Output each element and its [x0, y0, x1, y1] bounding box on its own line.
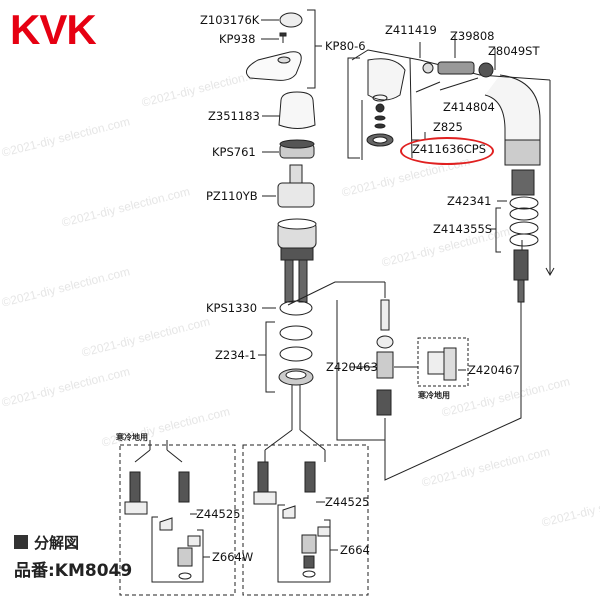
label-z664w: Z664W — [212, 550, 254, 564]
cold-region-note-1: 寒冷地用 — [418, 391, 450, 400]
label-kp80-6: KP80-6 — [325, 39, 366, 53]
cold-region-note-2: 寒冷地用 — [116, 433, 148, 442]
label-kps761: KPS761 — [212, 145, 256, 159]
heading-text: 分解図 — [34, 534, 80, 552]
highlight-ellipse — [400, 137, 494, 165]
model-number: 品番:KM8049 — [14, 561, 133, 581]
label-z825: Z825 — [433, 120, 463, 134]
square-bullet-icon — [14, 535, 28, 549]
label-z39808: Z39808 — [450, 29, 495, 43]
diagram-heading: 分解図 — [14, 532, 79, 553]
label-z8049st: Z8049ST — [488, 44, 540, 58]
label-z42341: Z42341 — [447, 194, 492, 208]
label-z411636cps: Z411636CPS — [412, 142, 487, 156]
label-z420463: Z420463 — [326, 360, 378, 374]
label-z414804: Z414804 — [443, 100, 495, 114]
label-z351183: Z351183 — [208, 109, 260, 123]
label-z44525-left: Z44525 — [196, 507, 241, 521]
cap-part — [279, 12, 303, 28]
label-pz110yb: PZ110YB — [206, 189, 258, 203]
label-z414355s: Z414355S — [433, 222, 493, 236]
bracket-kp80-6 — [307, 9, 316, 89]
label-kps1330: KPS1330 — [206, 301, 258, 315]
label-kp938: KP938 — [219, 32, 256, 46]
label-z103176k: Z103176K — [200, 13, 260, 27]
label-z411419: Z411419 — [385, 23, 437, 37]
label-z664: Z664 — [340, 543, 370, 557]
label-z234-1: Z234-1 — [215, 348, 257, 362]
label-z420467: Z420467 — [468, 363, 520, 377]
label-z44525-right: Z44525 — [325, 495, 370, 509]
kvk-logo: KVK — [10, 6, 97, 53]
